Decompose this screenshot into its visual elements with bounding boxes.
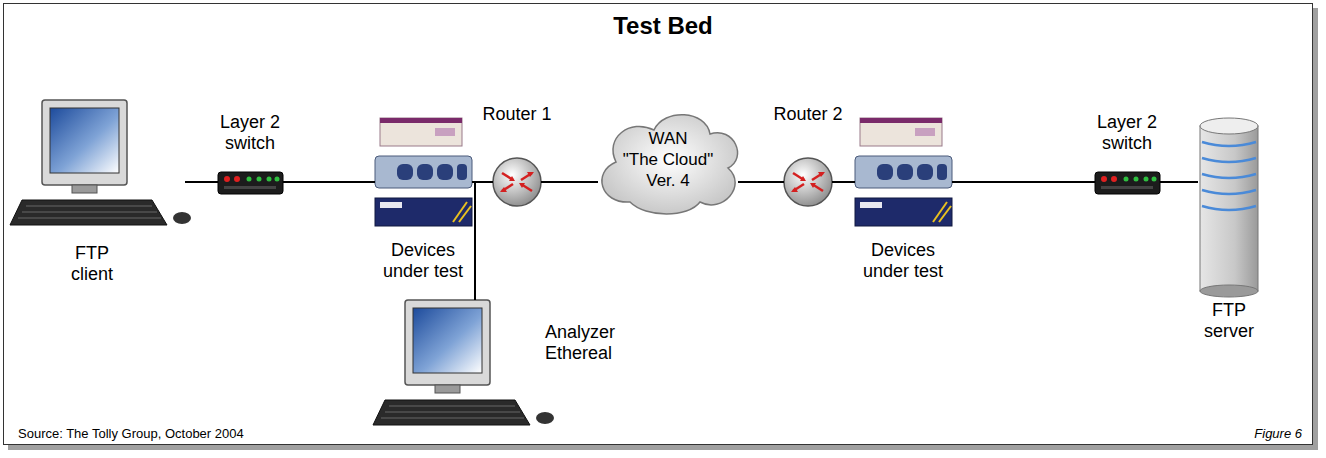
source-caption: Source: The Tolly Group, October 2004 (18, 426, 244, 441)
network-link (738, 182, 784, 183)
network-link (185, 182, 218, 183)
switch-node: Layer 2 switch (218, 172, 283, 194)
node-label: WAN (618, 128, 718, 149)
cloud-node: WAN"The Cloud" Ver. 4 (598, 112, 738, 212)
device-stack (855, 118, 952, 226)
node-label: Layer 2 switch (1087, 112, 1167, 154)
network-link (952, 182, 1095, 183)
device-group-node: Devices under test (375, 118, 472, 228)
computer-icon (373, 300, 554, 425)
node-label: FTP client (57, 243, 127, 285)
server-node: FTP server (1198, 118, 1260, 293)
node-label: Devices under test (853, 240, 953, 282)
node-label: "The Cloud" Ver. 4 (620, 149, 716, 191)
router-icon (784, 158, 832, 206)
network-link (283, 182, 375, 183)
router-icon (493, 158, 541, 206)
switch-icon (1095, 172, 1160, 194)
computer-icon (10, 100, 191, 225)
network-link (1160, 182, 1198, 183)
figure-frame (3, 3, 1313, 445)
network-link (832, 182, 855, 183)
computer-node: Analyzer Ethereal (373, 300, 523, 428)
node-label: Devices under test (373, 240, 473, 282)
node-label: Layer 2 switch (210, 112, 290, 154)
server-tower (1200, 118, 1258, 297)
cloud-shape (602, 115, 738, 214)
switch-node: Layer 2 switch (1095, 172, 1160, 194)
switch-icon (218, 172, 283, 194)
figure-number: Figure 6 (1254, 426, 1302, 441)
router-node: Router 2 (784, 158, 832, 206)
router-node: Router 1 (493, 158, 541, 206)
device-group-node: Devices under test (855, 118, 952, 228)
computer-node: FTP client (10, 100, 185, 235)
device-stack (375, 118, 472, 226)
diagram-title: Test Bed (0, 12, 1326, 40)
node-label: FTP server (1199, 300, 1259, 342)
node-label: Router 1 (462, 104, 572, 125)
network-link (541, 182, 598, 183)
node-label: Analyzer Ethereal (545, 322, 635, 364)
network-link (472, 182, 475, 300)
node-label: Router 2 (753, 104, 863, 125)
